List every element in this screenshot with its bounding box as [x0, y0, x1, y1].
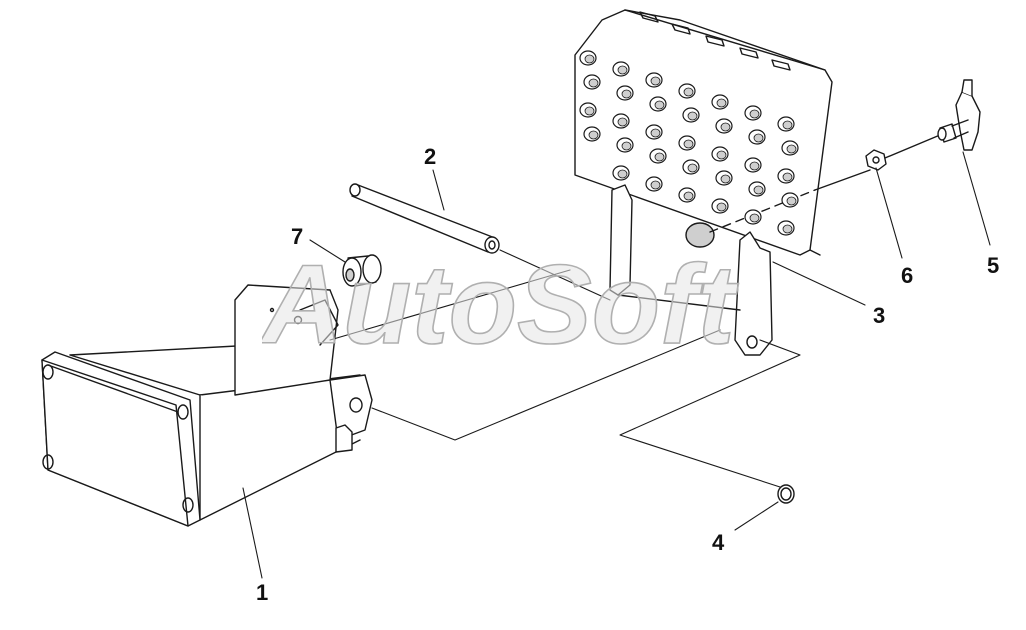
callout-1: 1: [256, 580, 269, 605]
plate-hole-inner: [687, 111, 698, 121]
plate-hole-inner: [753, 133, 764, 143]
plate-hole-inner: [786, 144, 797, 154]
perforation-holes: [579, 50, 799, 236]
plate-hole-inner: [584, 54, 595, 64]
plate-hole-inner: [683, 191, 694, 201]
plate-hole-inner: [584, 106, 595, 116]
plate-hole-inner: [621, 141, 632, 151]
part-4-retaining-ring: [777, 484, 795, 504]
plate-hole-inner: [650, 180, 661, 190]
plate-hole-inner: [753, 185, 764, 195]
plate-hole-inner: [687, 163, 698, 173]
plate-hole-inner: [650, 76, 661, 86]
plate-hole-inner: [588, 130, 599, 140]
callout-3: 3: [873, 303, 886, 328]
callout-2: 2: [424, 144, 437, 169]
plate-hole-inner: [749, 109, 760, 119]
part-2-pin: [349, 183, 500, 254]
part-5-sensor: [937, 79, 981, 151]
plate-hole-inner: [621, 89, 632, 99]
plate-hole-inner: [749, 161, 760, 171]
plate-hole-inner: [650, 128, 661, 138]
leader-lines: [242, 151, 991, 579]
part-3-pedal-plate: [574, 9, 871, 356]
plate-hole-inner: [786, 196, 797, 206]
plate-hole-inner: [683, 87, 694, 97]
callout-5: 5: [987, 253, 1000, 278]
plate-hole-inner: [782, 224, 793, 234]
callout-7: 7: [291, 224, 304, 249]
plate-hole-inner: [716, 150, 727, 160]
callout-4: 4: [712, 530, 725, 555]
plate-hole-inner: [617, 169, 628, 179]
plate-hole-inner: [749, 213, 760, 223]
plate-hole-inner: [683, 139, 694, 149]
plate-hole-inner: [654, 100, 665, 110]
plate-hole-inner: [782, 120, 793, 130]
part-1-bracket: [41, 284, 373, 527]
callout-6: 6: [901, 263, 914, 288]
autosoft-watermark: AutoSoft: [262, 248, 740, 368]
plate-hole-inner: [617, 117, 628, 127]
plate-hole-inner: [782, 172, 793, 182]
assembly-lines: [329, 249, 801, 488]
plate-hole-inner: [716, 98, 727, 108]
part-6-nut: [865, 134, 941, 171]
part-7-bushing: [342, 254, 382, 287]
plate-hole-inner: [588, 78, 599, 88]
plate-hole-inner: [617, 65, 628, 75]
plate-hole-inner: [720, 174, 731, 184]
plate-hole-inner: [654, 152, 665, 162]
plate-hole-inner: [720, 122, 731, 132]
plate-hole-inner: [716, 202, 727, 212]
watermark-text: AutoSoft: [262, 248, 739, 367]
